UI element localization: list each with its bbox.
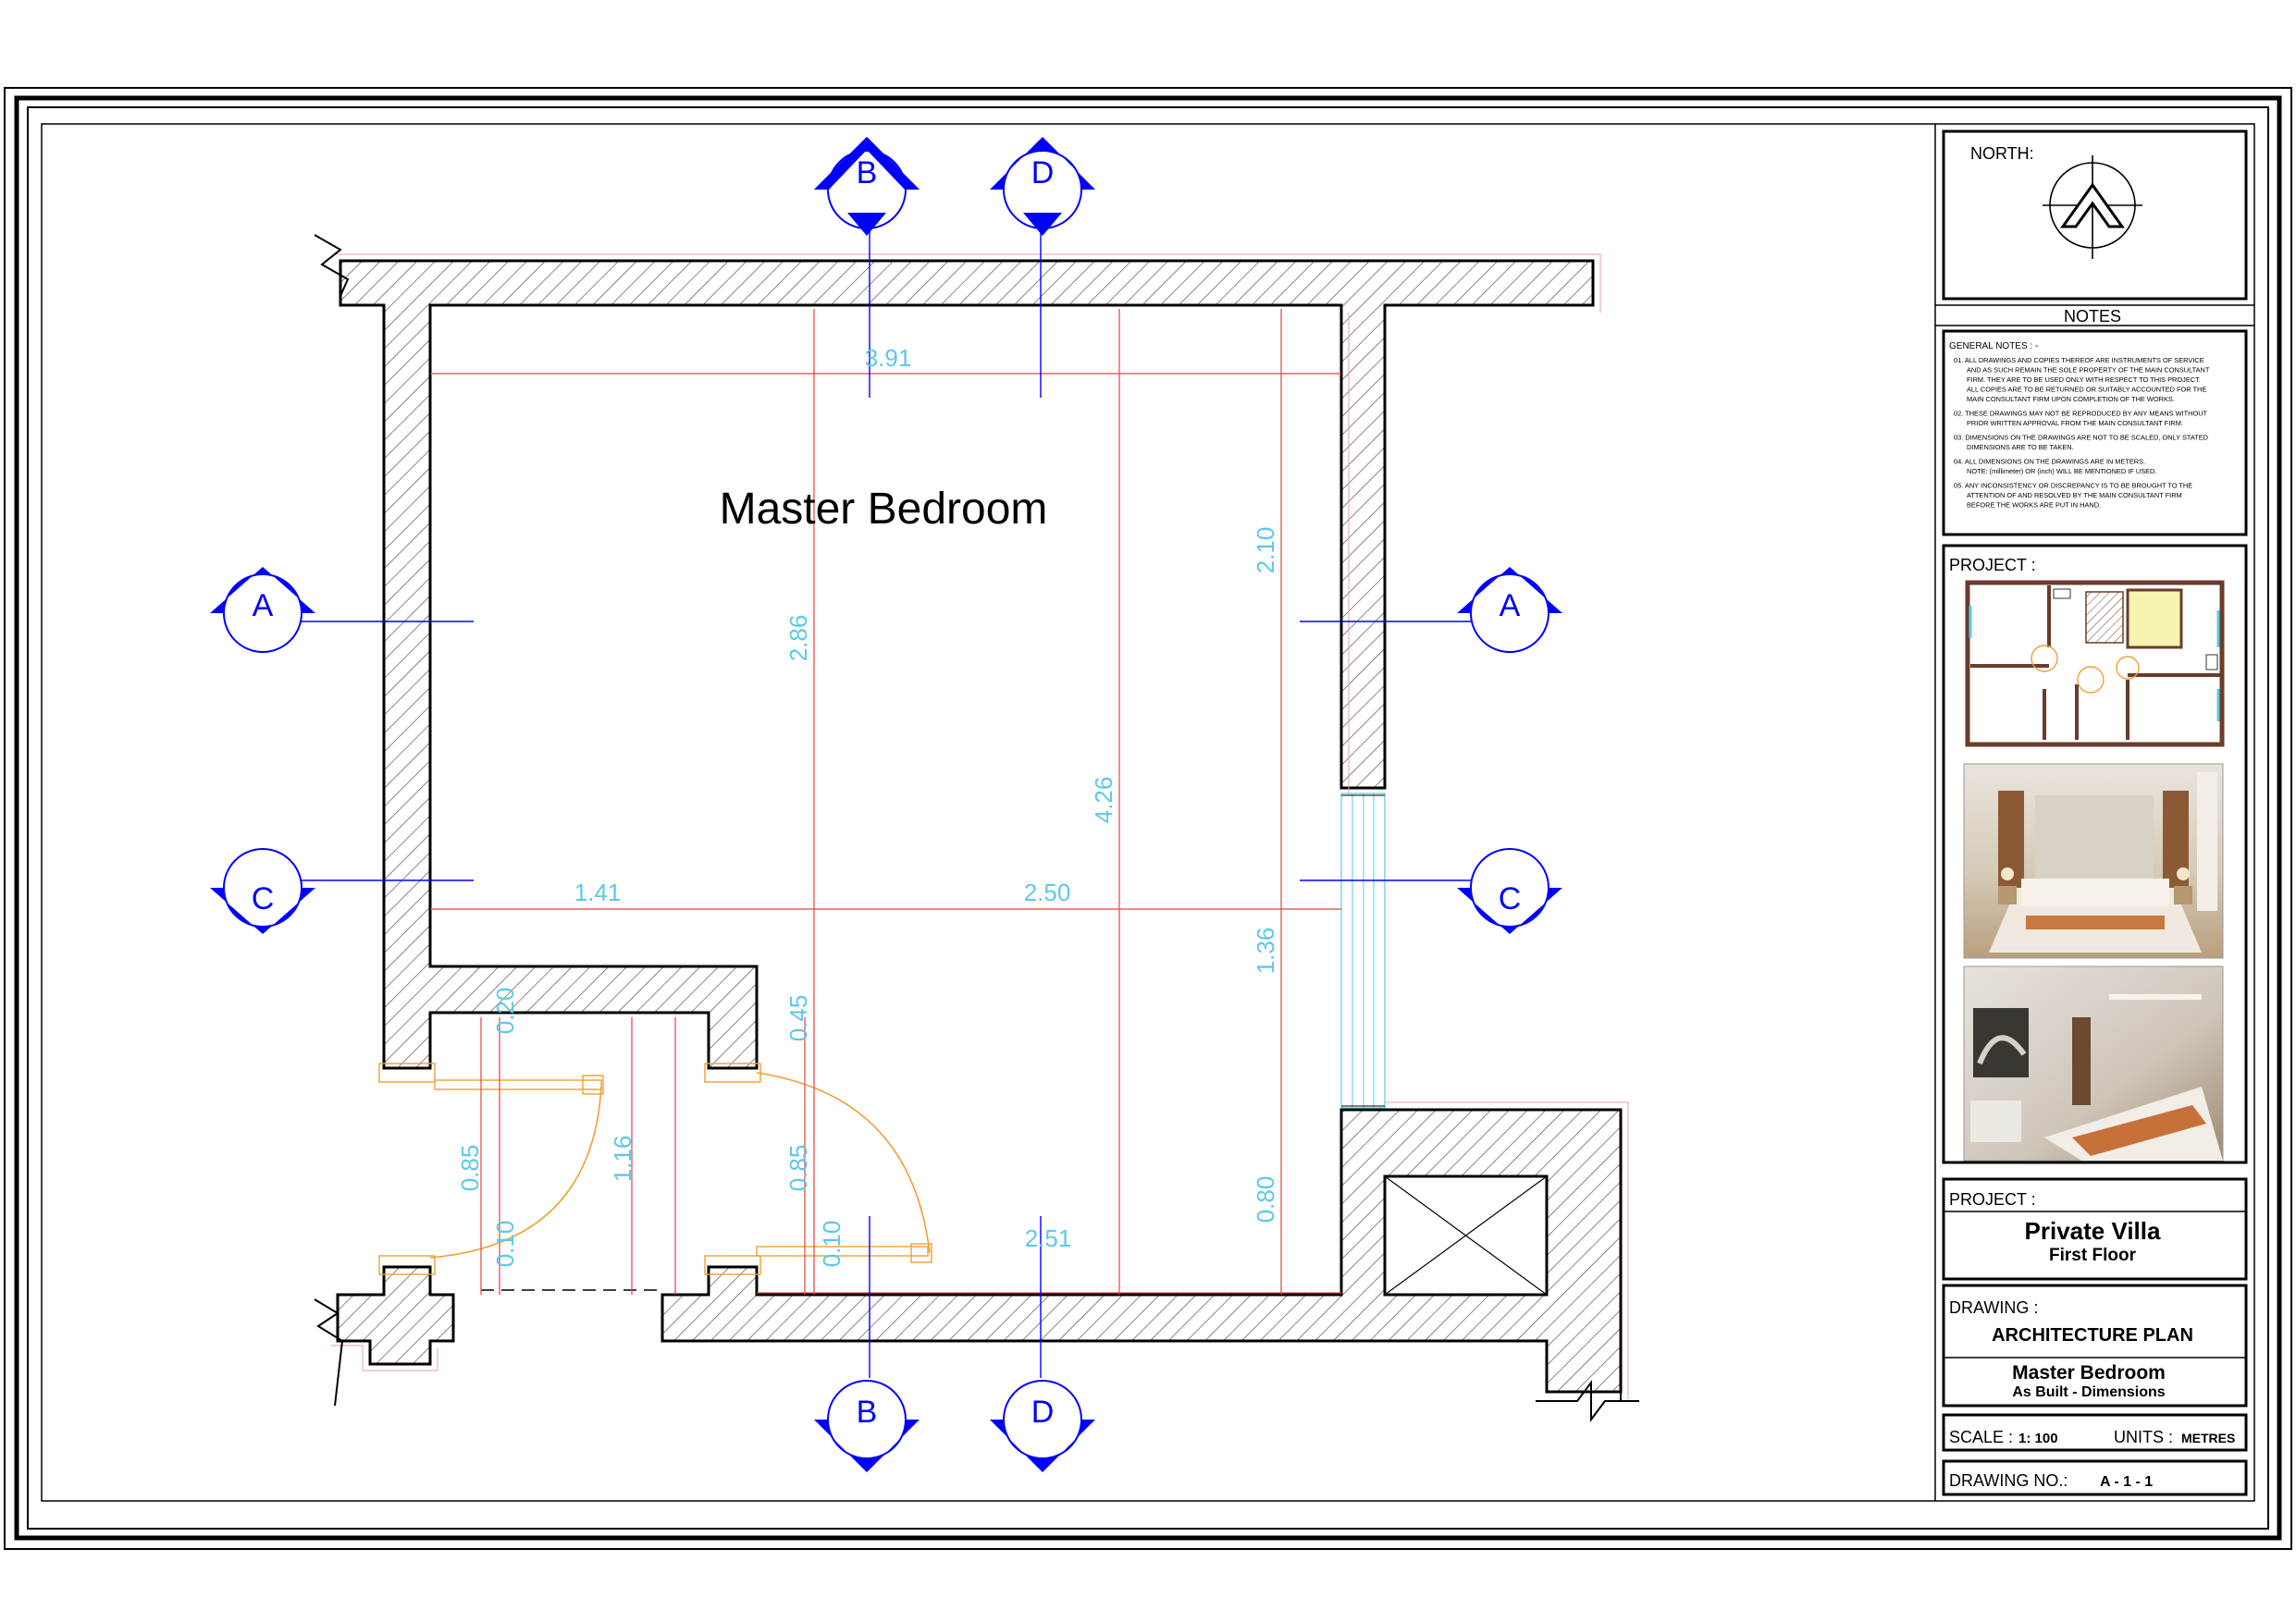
general-note-line: AND AS SUCH REMAIN THE SOLE PROPERTY OF … (1967, 366, 2210, 375)
project-label-name: PROJECT : (1949, 1190, 2036, 1209)
section-marker-d-bottom[interactable] (990, 1380, 1095, 1472)
wall-bottom-strip (660, 1108, 1623, 1394)
general-note-line: NOTE: (millimeter) OR (inch) WILL BE MEN… (1967, 467, 2156, 475)
dim-top-width: 3.91 (865, 344, 912, 372)
general-note-line: BEFORE THE WORKS ARE PUT IN HAND. (1967, 501, 2101, 510)
dim-wall-left: 0.10 (491, 1221, 519, 1268)
notes-header: NOTES (2064, 307, 2121, 326)
dim-wall-right: 0.10 (818, 1221, 846, 1268)
marker-label-a-left: A (253, 588, 274, 623)
general-note-line: MAIN CONSULTANT FIRM UPON COMPLETION OF … (1967, 395, 2175, 403)
sheet-border (4, 87, 2292, 1550)
dim-mid-run: 2.50 (1024, 879, 1071, 906)
window (1340, 793, 1386, 1109)
section-marker-b-bottom[interactable] (814, 1380, 920, 1472)
section-lines (264, 227, 1477, 1378)
project-name: Private Villa (2025, 1217, 2161, 1245)
general-note-line: FIRM. THEY ARE TO BE USED ONLY WITH RESP… (1967, 375, 2201, 384)
general-note-line: 03. DIMENSIONS ON THE DRAWINGS ARE NOT T… (1954, 434, 2208, 442)
north-label: NORTH: (1970, 144, 2034, 163)
dim-left-run: 1.41 (574, 879, 622, 906)
bedroom-render-photo-1 (1963, 763, 2224, 959)
section-marker-c-left[interactable] (210, 848, 315, 934)
dimension-lines (430, 309, 1341, 1295)
section-marker-a-left[interactable] (210, 567, 315, 653)
marker-label-b-bottom: B (857, 1395, 878, 1430)
walls (314, 234, 1639, 1422)
dim-door-right-width: 0.85 (784, 1145, 812, 1192)
section-marker-c-right[interactable] (1457, 848, 1562, 934)
marker-label-c-left: C (252, 881, 275, 916)
general-notes-label: GENERAL NOTES : - (1949, 341, 2038, 351)
dim-bottom-run: 2.51 (1025, 1224, 1072, 1252)
general-note-line: 01. ALL DRAWINGS AND COPIES THEREOF ARE … (1954, 356, 2204, 364)
wall-main (339, 259, 1595, 1070)
general-note-line: PRIOR WRITTEN APPROVAL FROM THE MAIN CON… (1967, 419, 2183, 427)
dim-height-right-lower: 0.80 (1252, 1176, 1279, 1223)
units-label: UNITS : (2114, 1428, 2173, 1446)
general-note-line: ATTENTION OF AND RESOLVED BY THE MAIN CO… (1967, 491, 2182, 499)
general-note-line: 04. ALL DIMENSIONS ON THE DRAWINGS ARE I… (1954, 458, 2145, 466)
marker-label-b-top: B (857, 155, 878, 191)
dim-height-right-mid: 1.36 (1252, 928, 1279, 975)
project-floor: First Floor (2049, 1246, 2137, 1265)
drawing-subtitle: As Built - Dimensions (2012, 1384, 2165, 1400)
title-block: NORTH: NOTES GENERAL NOTES : - 01. ALL D… (1935, 129, 2254, 1496)
room-label: Master Bedroom (720, 485, 1048, 534)
section-marker-a-right[interactable] (1457, 567, 1562, 653)
scale-label: SCALE : (1949, 1428, 2013, 1446)
bedroom-render-photo-2 (1963, 965, 2224, 1162)
door-right-swing (756, 1072, 931, 1254)
drawing-title: Master Bedroom (2012, 1362, 2166, 1383)
general-note-line: DIMENSIONS ARE TO BE TAKEN. (1967, 443, 2074, 451)
units-value: METRES (2181, 1431, 2235, 1445)
door-left-swing (429, 1086, 602, 1259)
drawing-type: ARCHITECTURE PLAN (1992, 1325, 2193, 1346)
north-arrow-icon (2043, 155, 2142, 259)
section-marker-d-top[interactable] (990, 137, 1095, 236)
dim-height-right-upper: 2.10 (1252, 527, 1279, 574)
drawing-label: DRAWING : (1949, 1298, 2038, 1317)
project-label-images: PROJECT : (1949, 556, 2036, 574)
dim-alcove-top: 0.20 (491, 988, 519, 1035)
section-marker-b-top[interactable] (814, 137, 920, 236)
marker-label-d-bottom: D (1031, 1395, 1055, 1430)
marker-label-a-right: A (1500, 588, 1521, 623)
dim-height-mid: 4.26 (1090, 777, 1117, 824)
dim-door-left-width: 0.85 (456, 1145, 484, 1192)
doors (378, 1063, 932, 1275)
marker-label-d-top: D (1031, 155, 1055, 191)
general-notes-list: 01. ALL DRAWINGS AND COPIES THEREOF ARE … (1954, 356, 2210, 510)
drawing-no-value: A - 1 - 1 (2100, 1474, 2153, 1490)
dim-alcove-mid: 0.45 (784, 995, 812, 1042)
wall-column-stub (336, 1265, 455, 1366)
marker-label-c-right: C (1499, 881, 1522, 916)
general-note-line: 02. THESE DRAWINGS MAY NOT BE REPRODUCED… (1954, 410, 2208, 418)
general-note-line: ALL COPIES ARE TO BE RETURNED OR SUITABL… (1967, 386, 2206, 394)
dim-height-left: 2.86 (784, 615, 812, 662)
general-note-line: 05. ANY INCONSISTENCY OR DISCREPANCY IS … (1954, 482, 2192, 490)
dim-door-gap: 1.16 (609, 1136, 636, 1183)
key-plan-thumbnail (1965, 580, 2225, 747)
scale-value: 1: 100 (2018, 1431, 2058, 1446)
drawing-no-label: DRAWING NO.: (1949, 1471, 2068, 1490)
